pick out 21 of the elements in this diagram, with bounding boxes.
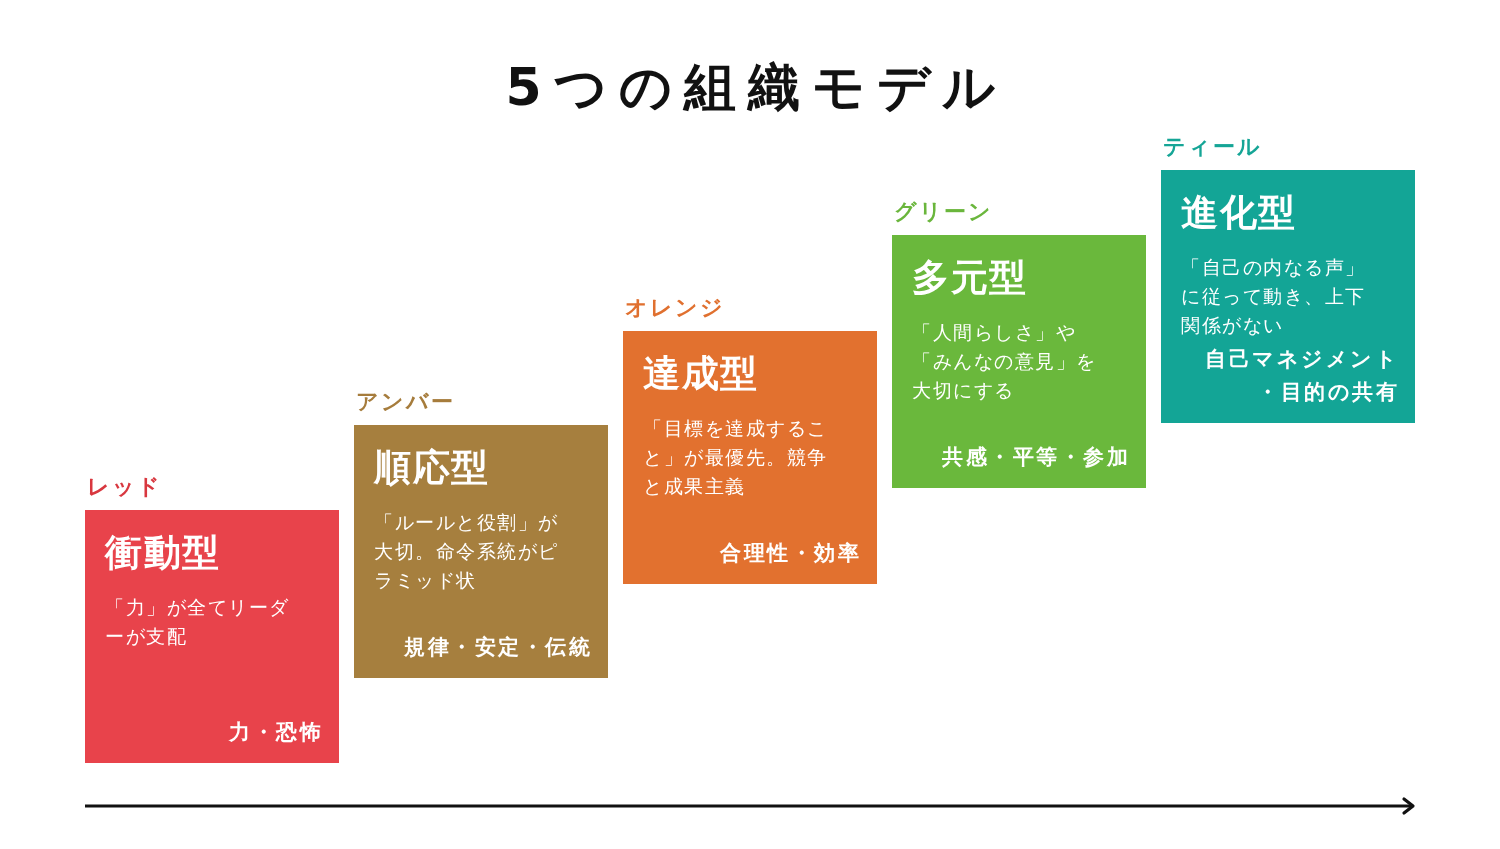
description-text: 「ルールと役割」が大切。命令系統がピラミッド状 xyxy=(374,510,560,593)
keyword-text: 力・恐怖 xyxy=(229,719,323,746)
keyword-text: 合理性・効率 xyxy=(720,540,861,567)
stage-label: グリーン xyxy=(894,198,993,226)
keyword-text: 共感・平等・参加 xyxy=(942,444,1130,471)
keyword-text: 規律・安定・伝統 xyxy=(404,634,592,661)
description-text: 「力」が全てリーダーが支配 xyxy=(105,595,291,649)
keyword-text: 自己マネジメント・目的の共有 xyxy=(1204,346,1399,406)
stage-label: レッド xyxy=(87,473,162,501)
stage-label: アンバー xyxy=(356,388,455,416)
stage-label: オレンジ xyxy=(625,294,725,322)
model-heading: 順応型 xyxy=(374,445,490,491)
model-heading: 進化型 xyxy=(1181,190,1297,236)
model-heading: 達成型 xyxy=(643,351,759,397)
description-text: 「目標を達成すること」が最優先。競争と成果主義 xyxy=(643,416,829,499)
description-text: 「人間らしさ」や「みんなの意見」を大切にする xyxy=(912,320,1098,403)
model-heading: 衝動型 xyxy=(105,530,221,576)
model-heading: 多元型 xyxy=(912,255,1028,301)
stage-label: ティール xyxy=(1163,133,1262,161)
diagram-title: 5つの組織モデル xyxy=(504,56,1007,119)
description-text: 「自己の内なる声」に従って動き、上下関係がない xyxy=(1181,255,1367,338)
